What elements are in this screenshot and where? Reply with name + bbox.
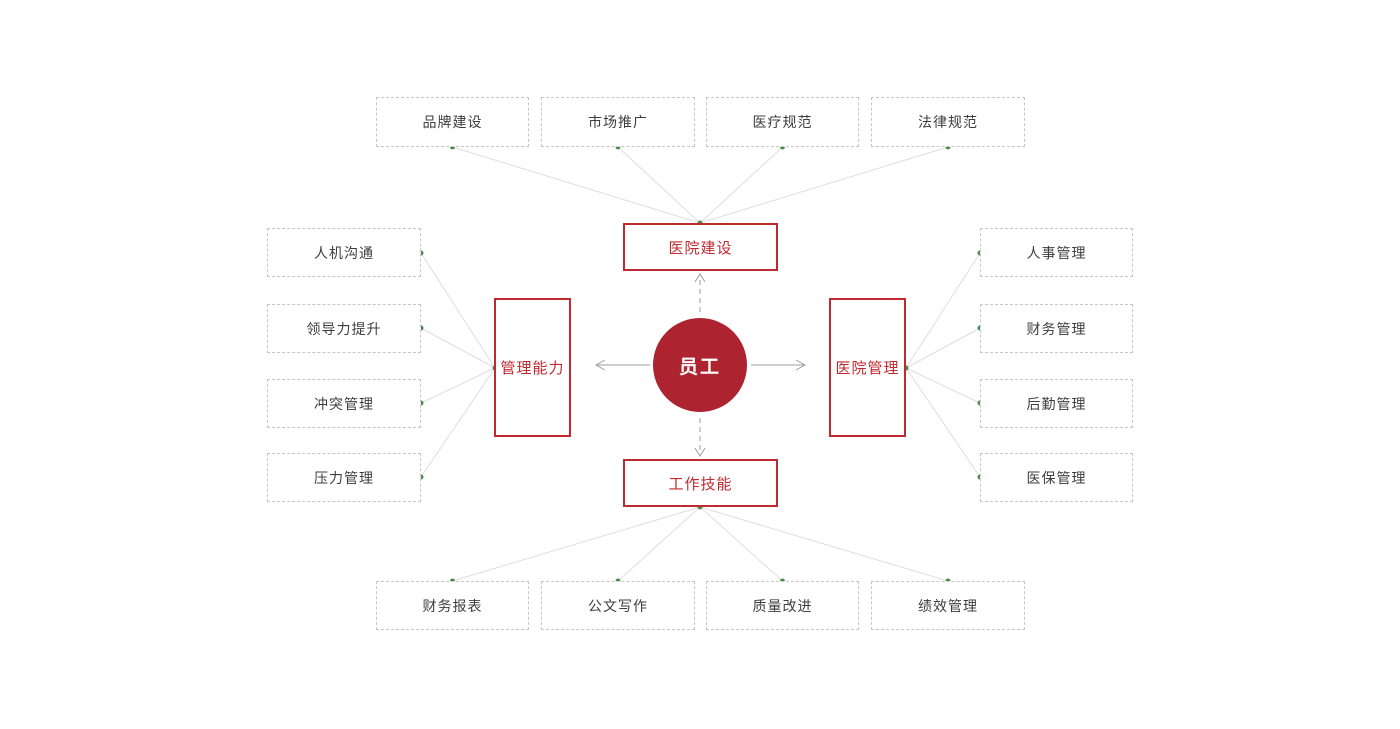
top-fan-lines [452, 146, 949, 224]
connector-line [905, 367, 981, 404]
node-financial-management: 财务管理 [980, 304, 1133, 353]
connector-line [699, 506, 949, 582]
center-node-employee: 员工 [653, 318, 747, 412]
connector-line [452, 146, 701, 224]
connector-line [420, 367, 496, 404]
branch-hospital-construction: 医院建设 [623, 223, 778, 271]
node-brand-building: 品牌建设 [376, 97, 529, 147]
right-fan-lines [905, 252, 981, 478]
node-leadership-improvement: 领导力提升 [267, 304, 421, 353]
arrow-right-icon [751, 359, 807, 371]
bottom-fan-lines [452, 506, 949, 582]
connector-line [699, 506, 783, 582]
connector-line [420, 252, 496, 369]
left-fan-lines [420, 252, 496, 478]
branch-hospital-management: 医院管理 [829, 298, 906, 437]
branch-management-ability: 管理能力 [494, 298, 571, 437]
arrow-up-icon [694, 273, 706, 312]
connector-line [699, 146, 783, 224]
node-market-promotion: 市场推广 [541, 97, 695, 147]
node-logistics-management: 后勤管理 [980, 379, 1133, 428]
node-conflict-management: 冲突管理 [267, 379, 421, 428]
node-medical-standards: 医疗规范 [706, 97, 859, 147]
node-personnel-management: 人事管理 [980, 228, 1133, 277]
node-performance-management: 绩效管理 [871, 581, 1025, 630]
connector-line [905, 252, 981, 369]
node-communication: 人机沟通 [267, 228, 421, 277]
node-legal-standards: 法律规范 [871, 97, 1025, 147]
node-medical-insurance-management: 医保管理 [980, 453, 1133, 502]
arrow-down-icon [694, 418, 706, 457]
arrow-left-icon [594, 359, 650, 371]
connector-line [617, 146, 701, 224]
connector-line [617, 506, 701, 582]
node-financial-reports: 财务报表 [376, 581, 529, 630]
connector-line [905, 327, 981, 369]
node-stress-management: 压力管理 [267, 453, 421, 502]
connector-line [452, 506, 701, 582]
connector-line [699, 146, 949, 224]
connector-line [420, 367, 496, 478]
branch-work-skills: 工作技能 [623, 459, 778, 507]
connector-line [420, 327, 496, 369]
node-official-document-writing: 公文写作 [541, 581, 695, 630]
connector-line [905, 367, 981, 478]
node-quality-improvement: 质量改进 [706, 581, 859, 630]
